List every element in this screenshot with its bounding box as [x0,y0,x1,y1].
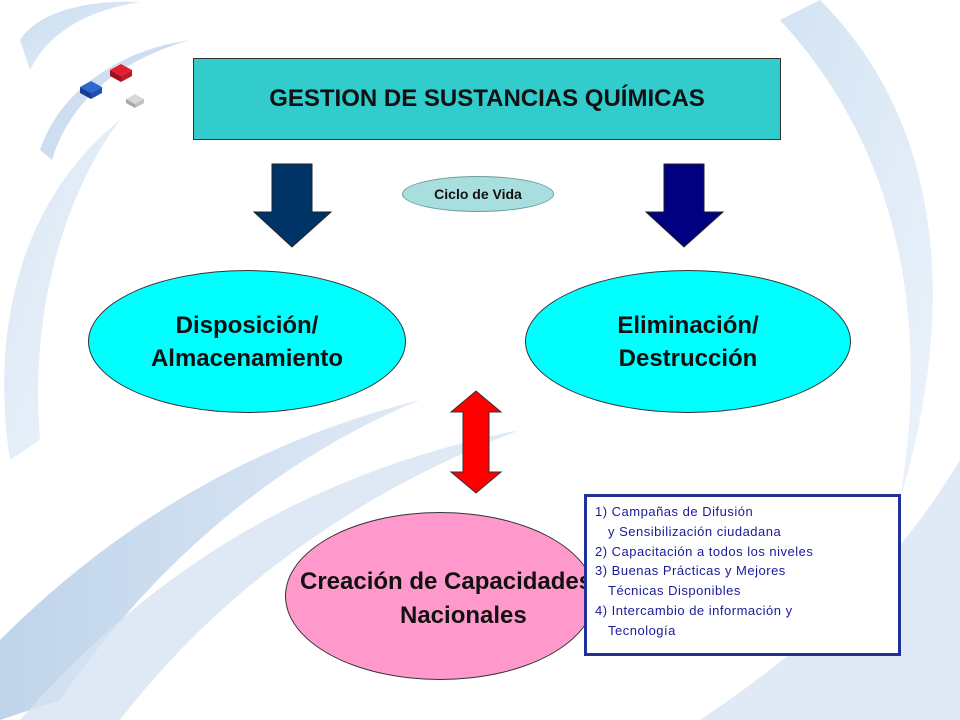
list-item: 3) Buenas Prácticas y Mejores [595,563,786,579]
cycle-of-life-label: Ciclo de Vida [402,176,554,212]
elimination-destruction-node: Eliminación/ Destrucción [525,270,851,413]
elimination-line1: Eliminación/ [617,311,759,339]
swoosh-thin-arc [40,40,190,160]
elimination-line2: Destrucción [618,344,758,372]
cycle-label-text: Ciclo de Vida [434,186,522,202]
list-item: y Sensibilización ciudadana [608,523,782,539]
swoosh-right-arc [780,0,933,500]
double-arrow-vertical [449,390,503,494]
arrow-down-right [645,163,725,248]
national-capacity-node: Creación de Capacidades Nacionales [285,512,595,680]
logo-cubes [80,64,144,108]
disposal-line2: Almacenamiento [150,344,344,372]
swoosh-bottom-left [0,400,420,720]
actions-list-box: 1) Campañas de Difusión y Sensibilizació… [584,494,901,656]
swoosh-top-left [20,1,140,71]
list-item: 1) Campañas de Difusión [595,504,754,519]
disposal-storage-node: Disposición/ Almacenamiento [88,270,406,413]
list-item: 4) Intercambio de información y [595,602,793,618]
capacity-line1: Creación de Capacidades [300,568,593,595]
capacity-line2: Nacionales [400,602,527,629]
list-item: 2) Capacitación a todos los niveles [595,543,814,559]
title-text: GESTION DE SUSTANCIAS QUÍMICAS [269,85,705,112]
list-item: Tecnología [608,622,676,638]
disposal-line1: Disposición/ [175,311,319,339]
arrow-down-left [253,163,333,248]
swoosh-left-arc [4,120,121,460]
title-box: GESTION DE SUSTANCIAS QUÍMICAS [193,58,781,140]
list-item: Técnicas Disponibles [608,583,741,599]
swoosh-bottom-band [20,430,520,720]
